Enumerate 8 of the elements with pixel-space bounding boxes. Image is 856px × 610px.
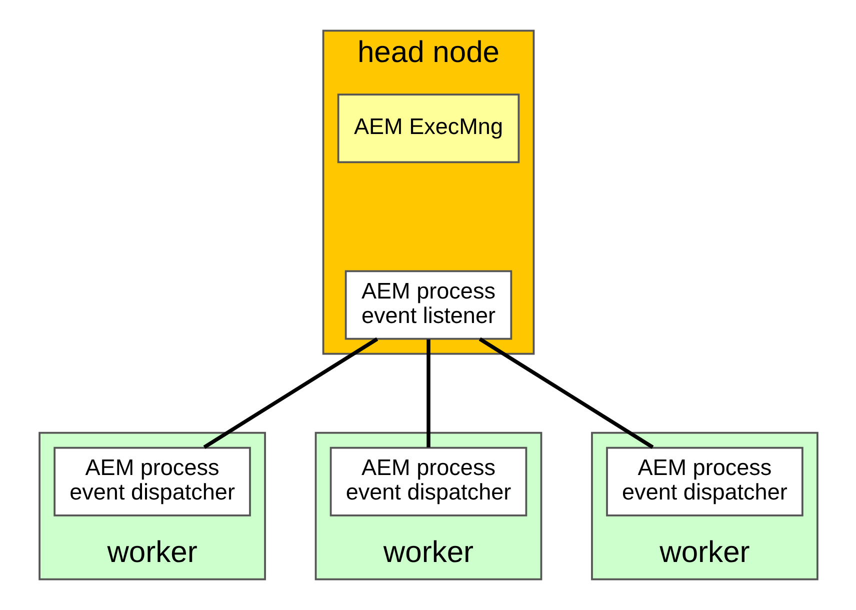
node-box: AEM ExecMng bbox=[336, 94, 520, 164]
connector bbox=[478, 337, 654, 449]
node-box: AEM process event listener bbox=[344, 270, 512, 340]
node-box: AEM process event dispatcher bbox=[329, 446, 527, 516]
connector bbox=[426, 339, 430, 448]
node-box: AEM process event dispatcher bbox=[53, 446, 250, 516]
connector bbox=[202, 337, 378, 449]
node-box: AEM process event dispatcher bbox=[606, 446, 803, 516]
